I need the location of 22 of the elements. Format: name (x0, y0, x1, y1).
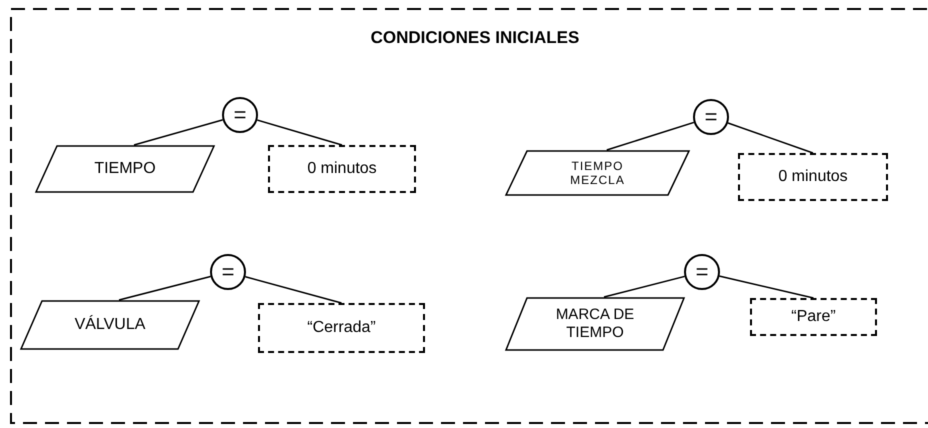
operator-circle: = (222, 97, 258, 133)
dashed-frame (10, 8, 928, 424)
connector-line (606, 122, 694, 151)
connector-line (118, 276, 211, 301)
connector-line (604, 276, 685, 298)
node-text: TIEMPO MEZCLA (570, 158, 625, 187)
operator-circle: = (684, 254, 720, 290)
node-text: VÁLVULA (74, 316, 146, 334)
value-box: 0 minutos (268, 145, 416, 193)
value-box: 0 minutos (738, 153, 888, 201)
node-text: TIEMPO (94, 160, 156, 178)
connector-line (257, 119, 342, 146)
connector-line (134, 119, 223, 146)
connector-line (245, 276, 342, 304)
connector-line (728, 122, 814, 154)
operator-circle: = (693, 99, 729, 135)
value-box: “Cerrada” (258, 303, 425, 353)
node-text: MARCA DE TIEMPO (556, 306, 634, 341)
connector-line (719, 275, 814, 299)
operator-circle: = (210, 254, 246, 290)
frame-title: CONDICIONES INICIALES (370, 28, 580, 48)
value-box: “Pare” (750, 298, 877, 336)
